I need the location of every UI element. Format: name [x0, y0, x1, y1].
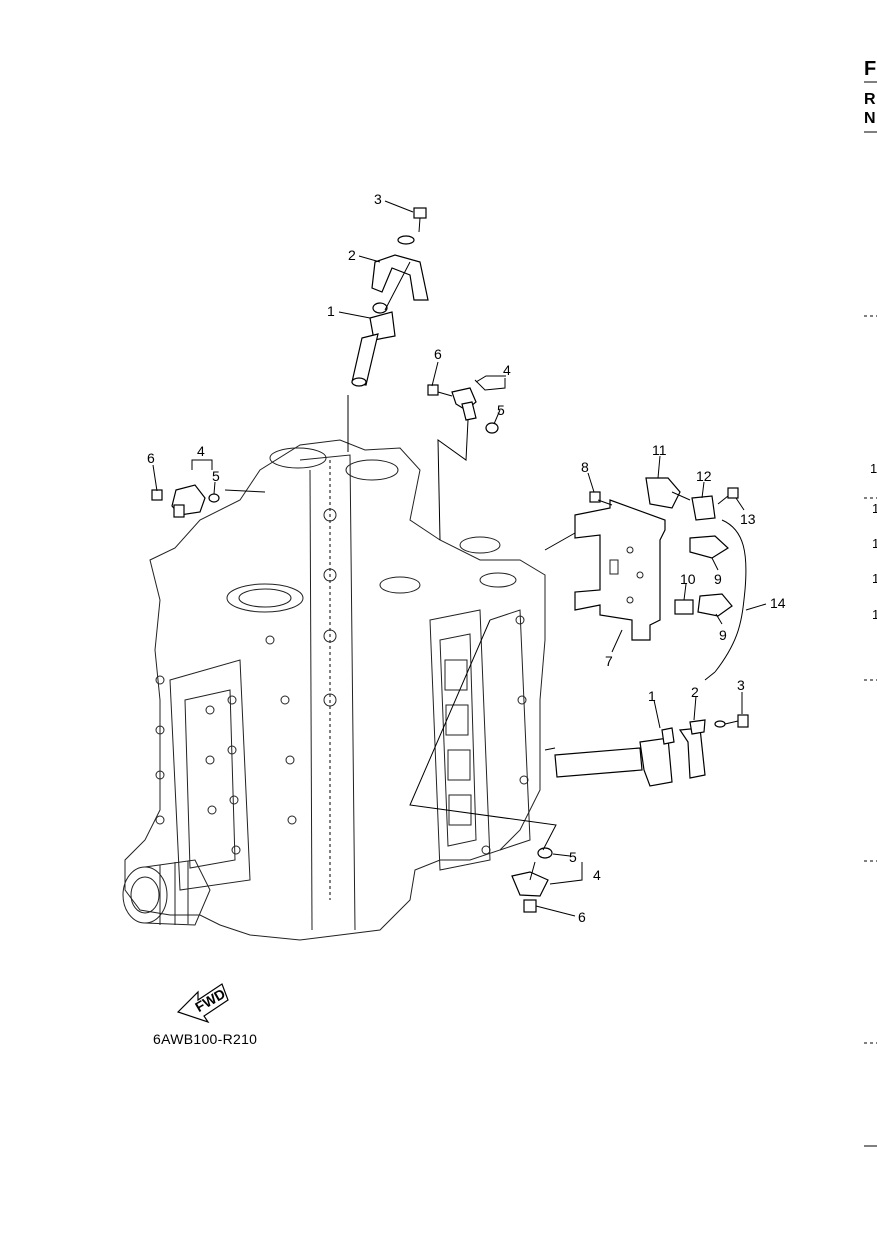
callout-c5b: 5 — [212, 468, 220, 484]
callout-c1b: 1 — [648, 688, 656, 704]
edge-number: 1 — [872, 571, 877, 586]
callout-c8: 8 — [581, 459, 589, 475]
cam-sensor-lower — [511, 847, 553, 913]
callout-c5a: 5 — [497, 402, 505, 418]
edge-letter-r: R — [864, 91, 876, 108]
edge-letter-n: N — [864, 110, 876, 127]
callout-c2a: 2 — [348, 247, 356, 263]
callout-c11: 11 — [652, 442, 667, 458]
callout-c3a: 3 — [374, 191, 382, 207]
edge-number: 1 — [872, 607, 877, 622]
fwd-arrow: FWD — [176, 983, 229, 1024]
edge-number: 1 — [870, 461, 877, 476]
callout-c4b: 4 — [197, 443, 205, 459]
callout-c9b: 9 — [719, 627, 727, 643]
callout-c14: 14 — [770, 595, 786, 611]
callout-c2b: 2 — [691, 684, 699, 700]
ignition-coil-upper — [351, 207, 429, 387]
callout-c10: 10 — [680, 571, 696, 587]
edge-letter-f: F — [864, 58, 877, 80]
callout-c6a: 6 — [434, 346, 442, 362]
cam-sensor-upper — [427, 378, 506, 434]
callout-labels: 3 2 1 6 4 5 6 4 5 8 11 12 13 9 10 9 14 7… — [147, 191, 786, 925]
diagram-code: 6AWB100-R210 — [153, 1031, 258, 1047]
edge-number: 1 — [872, 536, 877, 551]
right-edge-marks — [864, 81, 877, 1147]
callout-c3b: 3 — [737, 677, 745, 693]
callout-c4c: 4 — [593, 867, 601, 883]
callout-c13: 13 — [740, 511, 756, 527]
engine-block — [122, 439, 546, 941]
callout-c5c: 5 — [569, 849, 577, 865]
callout-c6c: 6 — [578, 909, 586, 925]
cam-sensor-left — [151, 484, 220, 518]
callout-c1a: 1 — [327, 303, 335, 319]
callout-c7: 7 — [605, 653, 613, 669]
callout-c9a: 9 — [714, 571, 722, 587]
callout-c4a: 4 — [503, 362, 511, 378]
callout-c12: 12 — [696, 468, 712, 484]
callout-c6b: 6 — [147, 450, 155, 466]
leader-lines — [152, 200, 767, 917]
edge-number: 1 — [872, 501, 877, 516]
ignition-coil-lower — [554, 714, 749, 787]
bracket-assembly — [574, 477, 747, 681]
oil-filter — [122, 859, 211, 926]
